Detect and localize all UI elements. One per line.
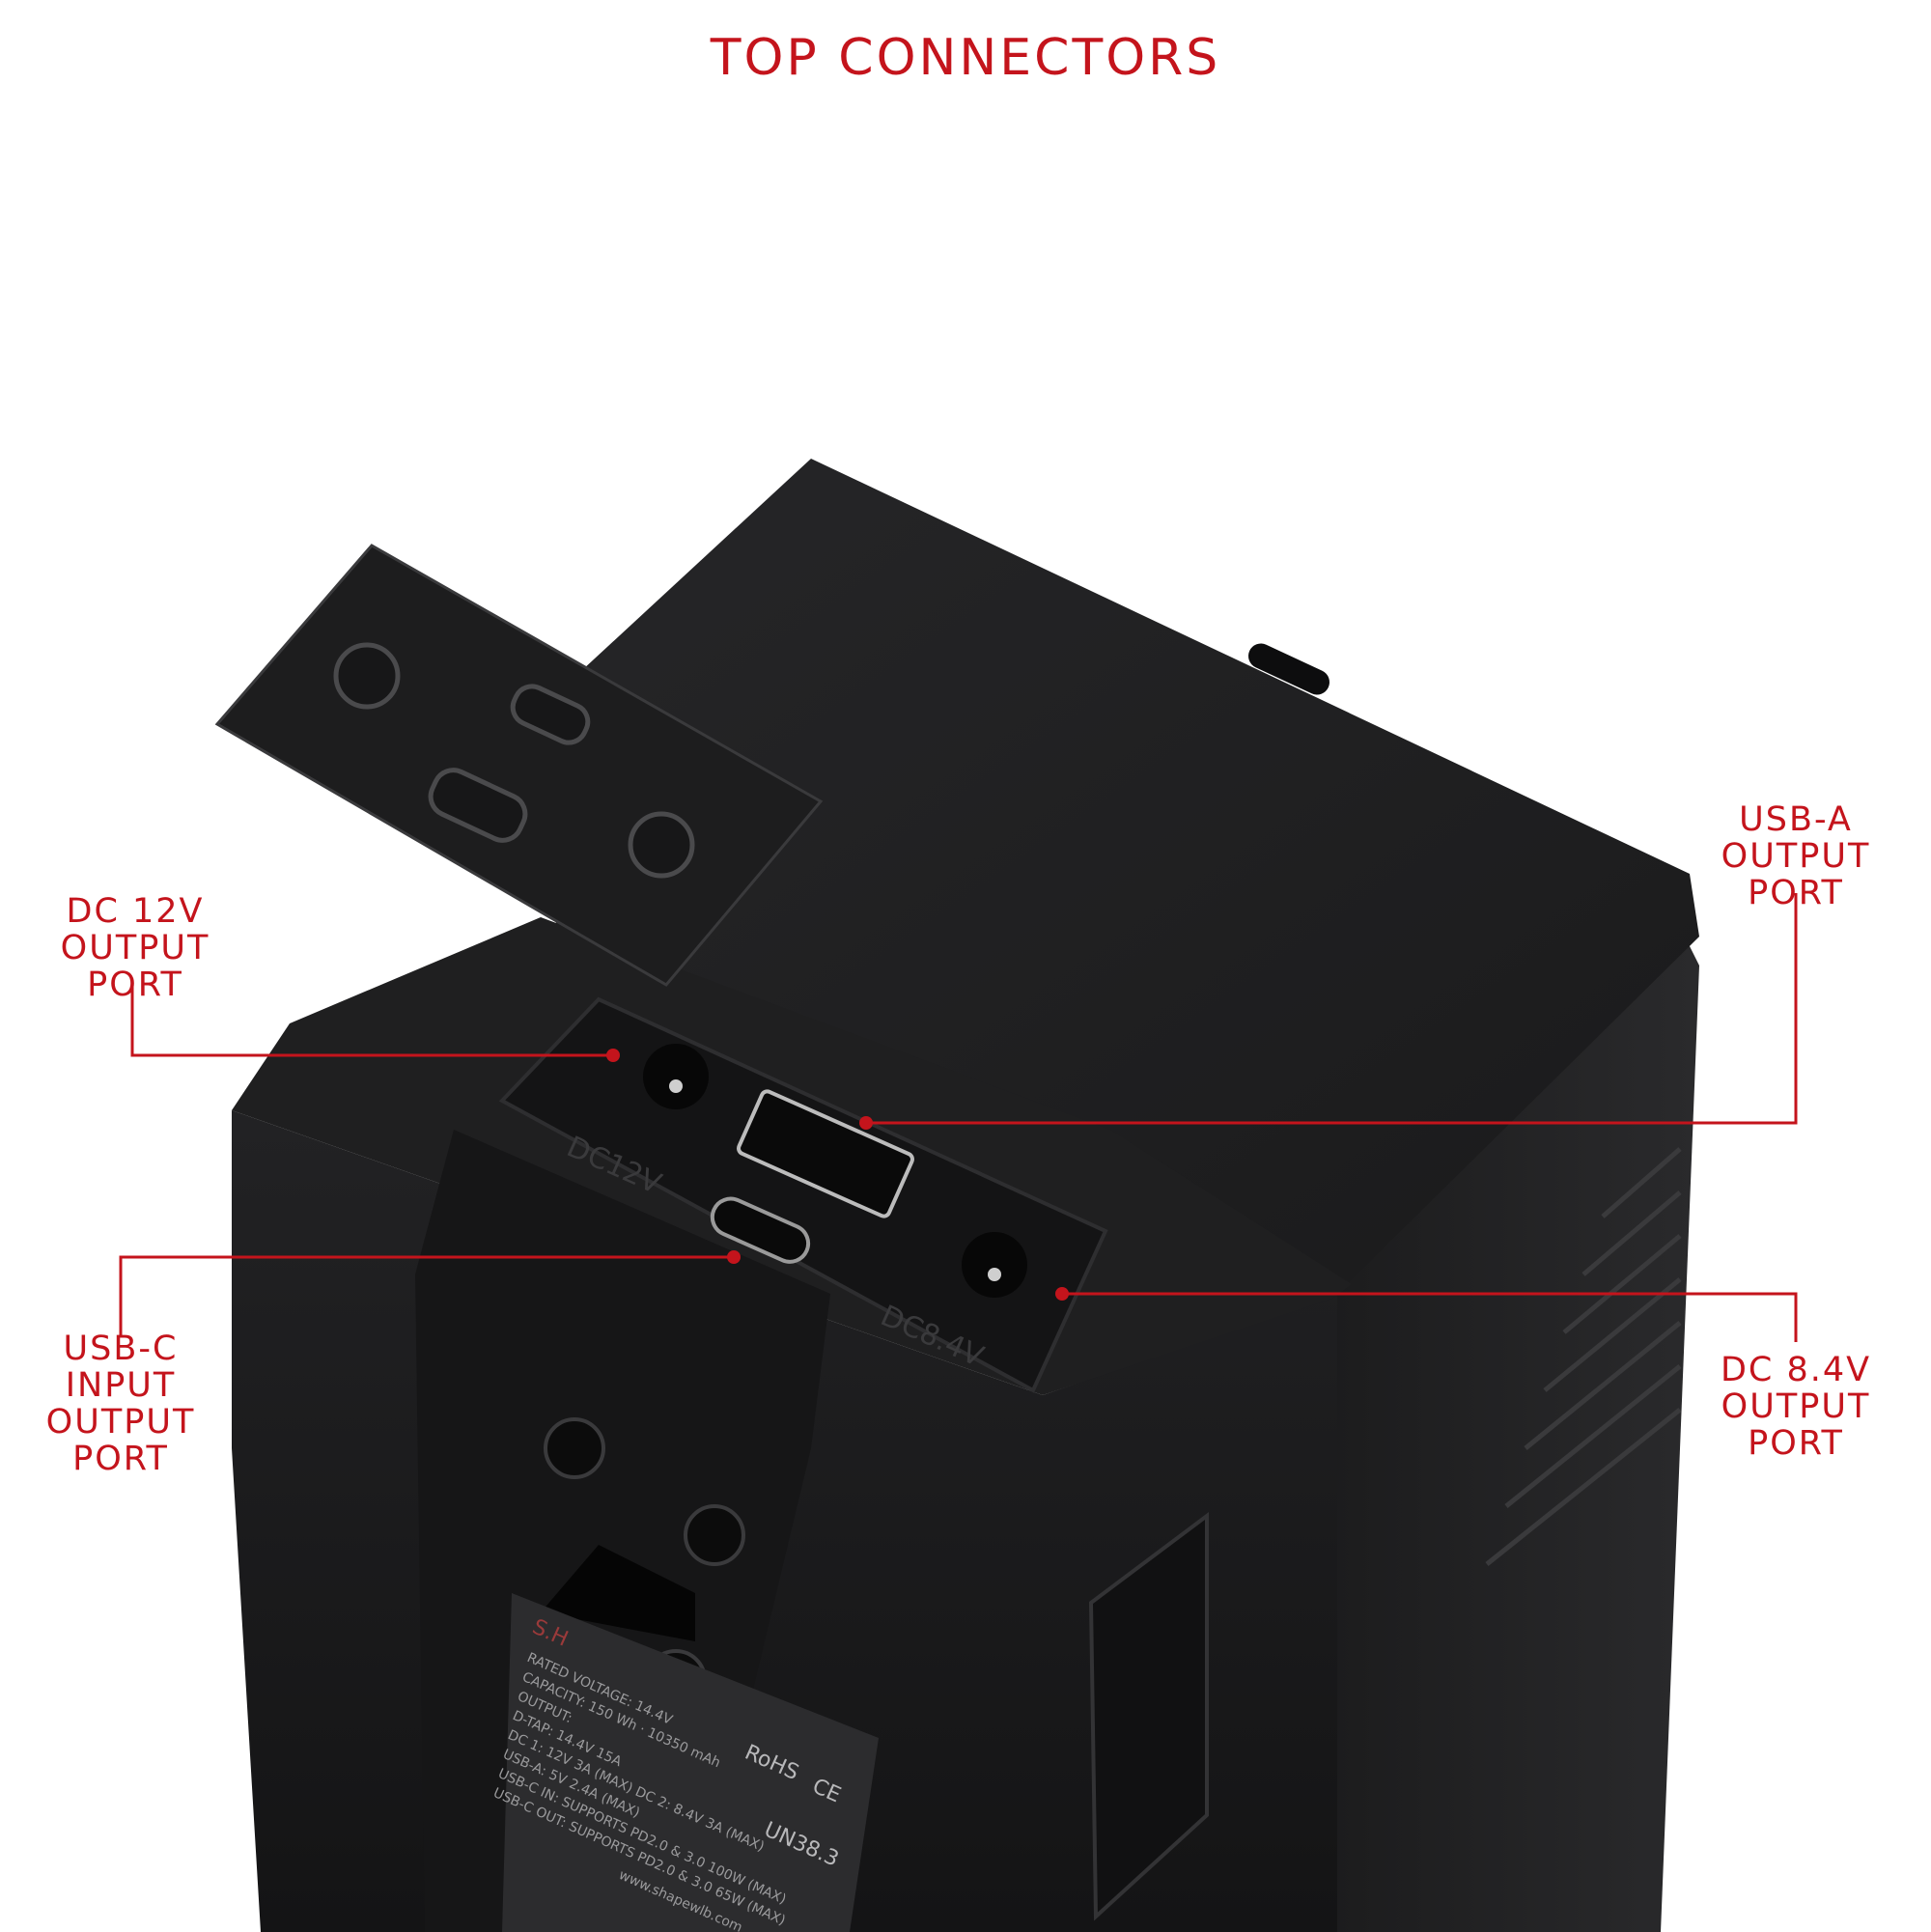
side-latch (1088, 1512, 1209, 1921)
top-slot (1247, 643, 1330, 695)
callout-dc84: DC 8.4V OUTPUT PORT (1720, 1351, 1872, 1463)
leader-usbc (119, 1255, 734, 1337)
side-vents (1485, 1147, 1682, 1566)
leader-dots (606, 1049, 1069, 1301)
mount-screws (544, 1417, 745, 1711)
dc84-port (962, 1232, 1027, 1298)
page-title: TOP CONNECTORS (710, 29, 1221, 87)
battery-side-face (1303, 927, 1699, 1932)
callout-usbc: USB-C INPUT OUTPUT PORT (45, 1330, 196, 1478)
spec-sticker (502, 1593, 879, 1932)
dc12-port (643, 1044, 709, 1109)
battery-top-lid (492, 459, 1699, 1299)
leader-dc84 (1062, 1292, 1798, 1342)
callout-dc12: DC 12V OUTPUT PORT (60, 892, 210, 1004)
leader-usba (866, 893, 1798, 1125)
callout-usba: USB-A OUTPUT PORT (1721, 800, 1871, 912)
usb-c-port (710, 1196, 811, 1264)
leader-lines (119, 893, 1798, 1342)
usb-a-port (737, 1089, 914, 1218)
leader-dc12 (130, 985, 613, 1057)
